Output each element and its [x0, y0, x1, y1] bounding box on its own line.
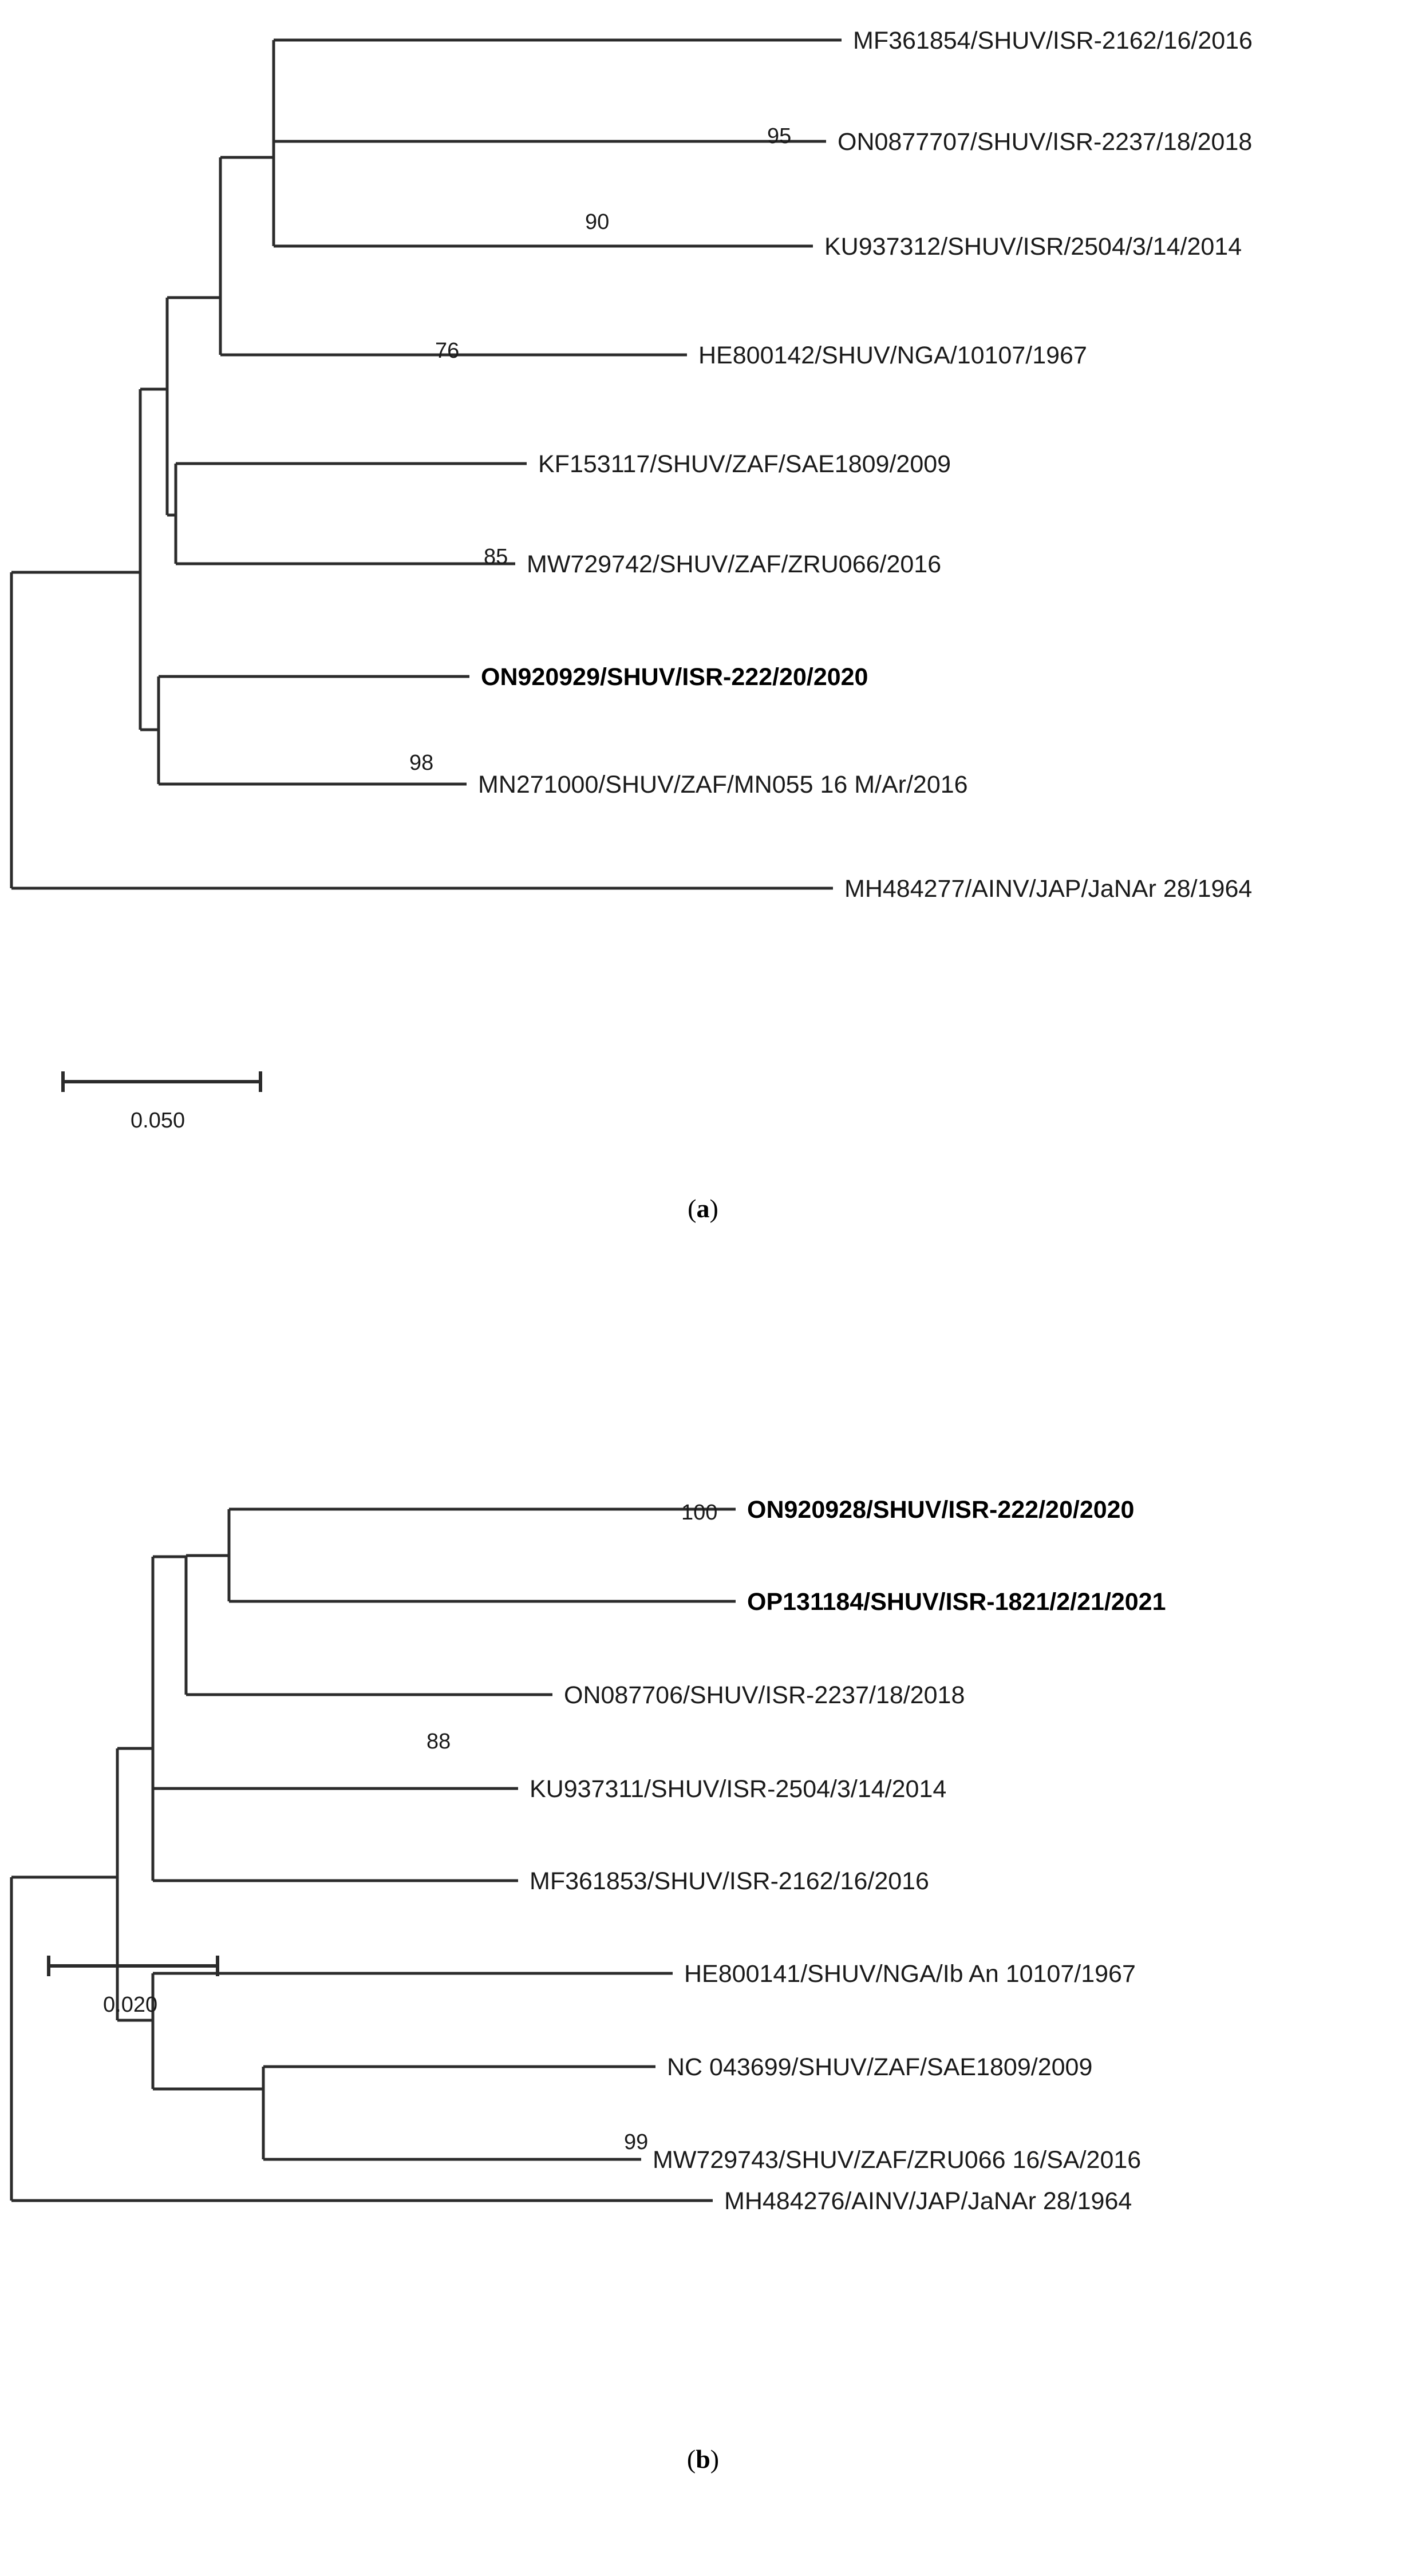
panel-caption-a-text: (a)	[688, 1194, 718, 1223]
taxon-label: NC 043699/SHUV/ZAF/SAE1809/2009	[667, 2053, 1092, 2081]
panel-caption-a: (a)	[0, 1193, 1406, 1224]
bootstrap-value: 90	[585, 210, 609, 234]
tree-a-svg: MF361854/SHUV/ISR-2162/16/2016 ON0877707…	[10, 27, 1253, 1133]
taxon-label: MF361853/SHUV/ISR-2162/16/2016	[530, 1867, 929, 1895]
taxon-label: MH484276/AINV/JAP/JaNAr 28/1964	[724, 2187, 1132, 2215]
taxon-label-highlighted: OP131184/SHUV/ISR-1821/2/21/2021	[747, 1588, 1166, 1616]
taxon-label: HE800141/SHUV/NGA/Ib An 10107/1967	[684, 1960, 1136, 1988]
bootstrap-value: 76	[435, 339, 459, 363]
taxon-label-highlighted: ON920928/SHUV/ISR-222/20/2020	[747, 1496, 1134, 1524]
bootstrap-value: 95	[767, 124, 791, 148]
panel-caption-b-letter: b	[696, 2444, 710, 2474]
taxon-label: MH484277/AINV/JAP/JaNAr 28/1964	[844, 875, 1252, 903]
tree-b-branches	[10, 1507, 736, 2202]
tree-panel-a: MF361854/SHUV/ISR-2162/16/2016 ON0877707…	[0, 0, 1406, 1259]
taxon-label: MF361854/SHUV/ISR-2162/16/2016	[853, 27, 1253, 54]
taxon-label: ON087706/SHUV/ISR-2237/18/2018	[564, 1681, 965, 1709]
scale-bar-label: 0.020	[103, 1993, 157, 2017]
tree-panel-b: ON920928/SHUV/ISR-222/20/2020 OP131184/S…	[0, 1259, 1406, 2576]
panel-caption-a-letter: a	[696, 1194, 710, 1223]
scale-bar-label: 0.050	[131, 1109, 185, 1133]
tree-b-svg: ON920928/SHUV/ISR-222/20/2020 OP131184/S…	[10, 1496, 1166, 2215]
scale-bar-b	[47, 1956, 219, 1976]
panel-caption-b: (b)	[0, 2444, 1406, 2474]
taxon-label: ON0877707/SHUV/ISR-2237/18/2018	[838, 128, 1252, 156]
taxon-label: KU937311/SHUV/ISR-2504/3/14/2014	[530, 1775, 946, 1803]
tree-a-branches	[10, 38, 842, 890]
bootstrap-value: 88	[426, 1730, 451, 1754]
taxon-label-highlighted: ON920929/SHUV/ISR-222/20/2020	[481, 663, 868, 691]
bootstrap-value: 99	[624, 2130, 648, 2154]
bootstrap-value: 100	[681, 1501, 717, 1525]
taxon-label: MW729742/SHUV/ZAF/ZRU066/2016	[527, 551, 941, 578]
taxon-label: MN271000/SHUV/ZAF/MN055 16 M/Ar/2016	[478, 771, 968, 798]
bootstrap-value: 85	[484, 545, 508, 569]
taxon-label: MW729743/SHUV/ZAF/ZRU066 16/SA/2016	[653, 2146, 1141, 2174]
scale-bar-a	[61, 1071, 262, 1092]
bootstrap-value: 98	[409, 751, 433, 775]
taxon-label: KU937312/SHUV/ISR/2504/3/14/2014	[824, 233, 1242, 260]
taxon-label: KF153117/SHUV/ZAF/SAE1809/2009	[538, 450, 951, 478]
taxon-label: HE800142/SHUV/NGA/10107/1967	[698, 342, 1087, 369]
panel-caption-b-text: (b)	[686, 2444, 720, 2474]
